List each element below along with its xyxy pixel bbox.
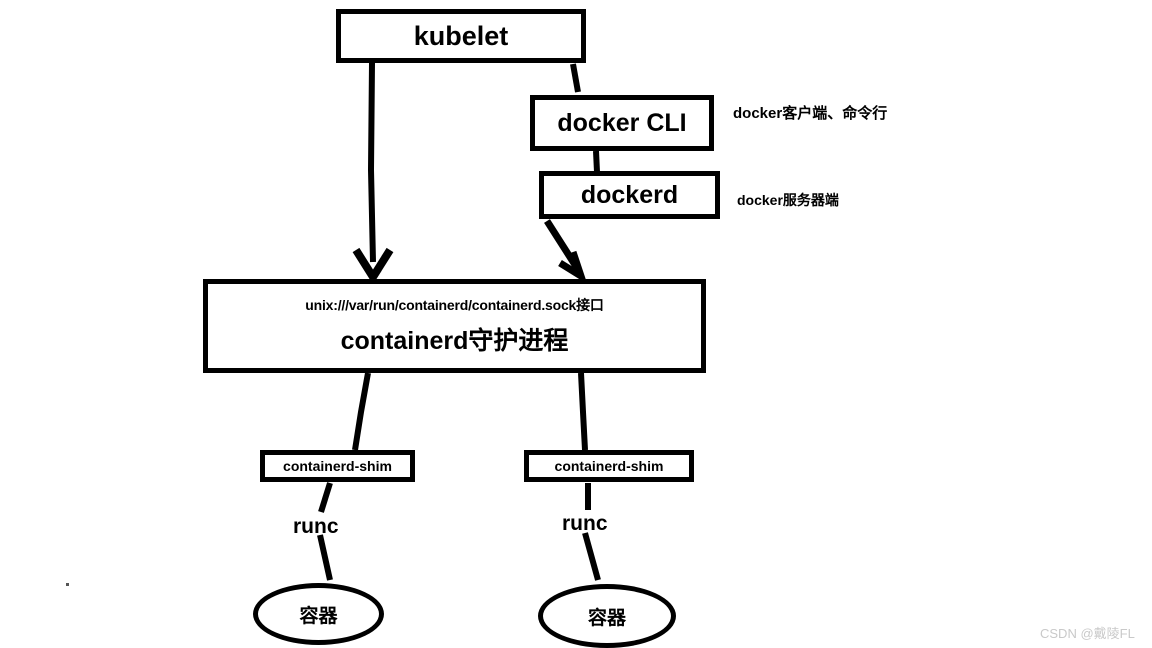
node-dockerd[interactable]: dockerd (539, 171, 720, 219)
node-docker-cli-label: docker CLI (557, 108, 687, 137)
node-kubelet-label: kubelet (413, 20, 509, 51)
stray-dot-artifact (66, 583, 69, 586)
edge-kubelet-to-containerd (352, 62, 394, 285)
node-containerd-label: containerd守护进程 (340, 327, 569, 355)
node-containerd[interactable]: unix:///var/run/containerd/containerd.so… (203, 279, 706, 373)
annotation-runc-left: runc (293, 515, 339, 538)
node-container-left[interactable]: 容器 (253, 583, 384, 645)
annotation-docker-server: docker服务器端 (737, 192, 839, 208)
node-container-right-label: 容器 (587, 607, 626, 629)
node-containerd-shim-left-label: containerd-shim (283, 458, 392, 474)
node-kubelet[interactable]: kubelet (336, 9, 586, 63)
node-containerd-shim-right[interactable]: containerd-shim (524, 450, 694, 482)
annotation-runc-right: runc (562, 512, 608, 535)
node-container-right[interactable]: 容器 (538, 584, 676, 648)
edge-runc-right-to-container (582, 532, 601, 581)
node-dockerd-label: dockerd (580, 180, 679, 209)
edge-containerd-to-shim-left (352, 372, 371, 451)
containerd-socket-interface-label: unix:///var/run/containerd/containerd.so… (305, 297, 604, 313)
node-docker-cli[interactable]: docker CLI (530, 95, 714, 151)
edge-dockerd-to-containerd (544, 219, 588, 285)
node-container-left-label: 容器 (299, 605, 338, 627)
edge-kubelet-to-docker-cli (570, 63, 581, 93)
edge-docker-cli-to-dockerd (593, 150, 600, 173)
edge-runc-left-to-container (317, 534, 333, 581)
edge-shim-left-to-runc (318, 482, 333, 513)
node-containerd-shim-right-label: containerd-shim (554, 458, 664, 474)
node-containerd-shim-left[interactable]: containerd-shim (260, 450, 415, 482)
annotation-docker-client: docker客户端、命令行 (733, 105, 888, 122)
edge-containerd-to-shim-right (578, 372, 588, 451)
csdn-watermark: CSDN @戴陵FL (1040, 626, 1135, 641)
